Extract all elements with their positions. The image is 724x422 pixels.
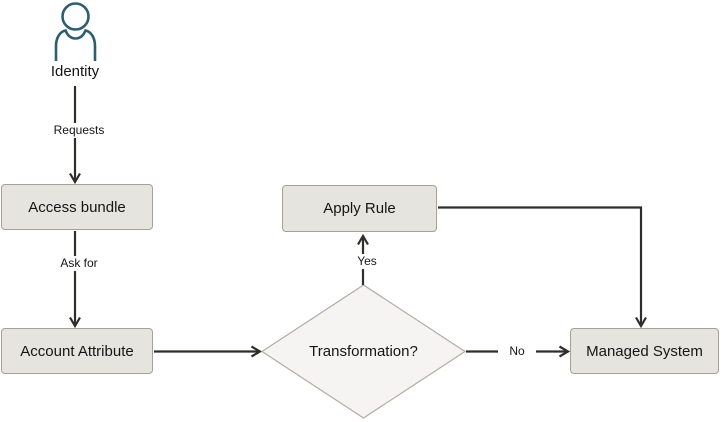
node-account-attribute-label: Account Attribute bbox=[20, 342, 134, 360]
node-apply-rule: Apply Rule bbox=[282, 185, 437, 232]
decision-diamond-shape bbox=[260, 284, 467, 419]
edge-rule-to-system-line bbox=[438, 206, 641, 327]
node-identity-label: Identity bbox=[50, 63, 100, 80]
edge-requests-label: Requests bbox=[46, 123, 112, 138]
node-transformation-label: Transformation? bbox=[309, 343, 418, 360]
node-managed-system: Managed System bbox=[570, 328, 719, 374]
edge-yes-label: Yes bbox=[348, 254, 386, 269]
edge-ask-for-label: Ask for bbox=[51, 256, 107, 271]
node-managed-system-label: Managed System bbox=[586, 342, 703, 360]
node-access-bundle-label: Access bundle bbox=[28, 198, 126, 216]
node-account-attribute: Account Attribute bbox=[1, 328, 153, 374]
node-apply-rule-label: Apply Rule bbox=[323, 200, 396, 217]
node-access-bundle: Access bundle bbox=[1, 184, 153, 230]
person-icon bbox=[54, 2, 97, 61]
edge-no-label: No bbox=[498, 344, 536, 359]
